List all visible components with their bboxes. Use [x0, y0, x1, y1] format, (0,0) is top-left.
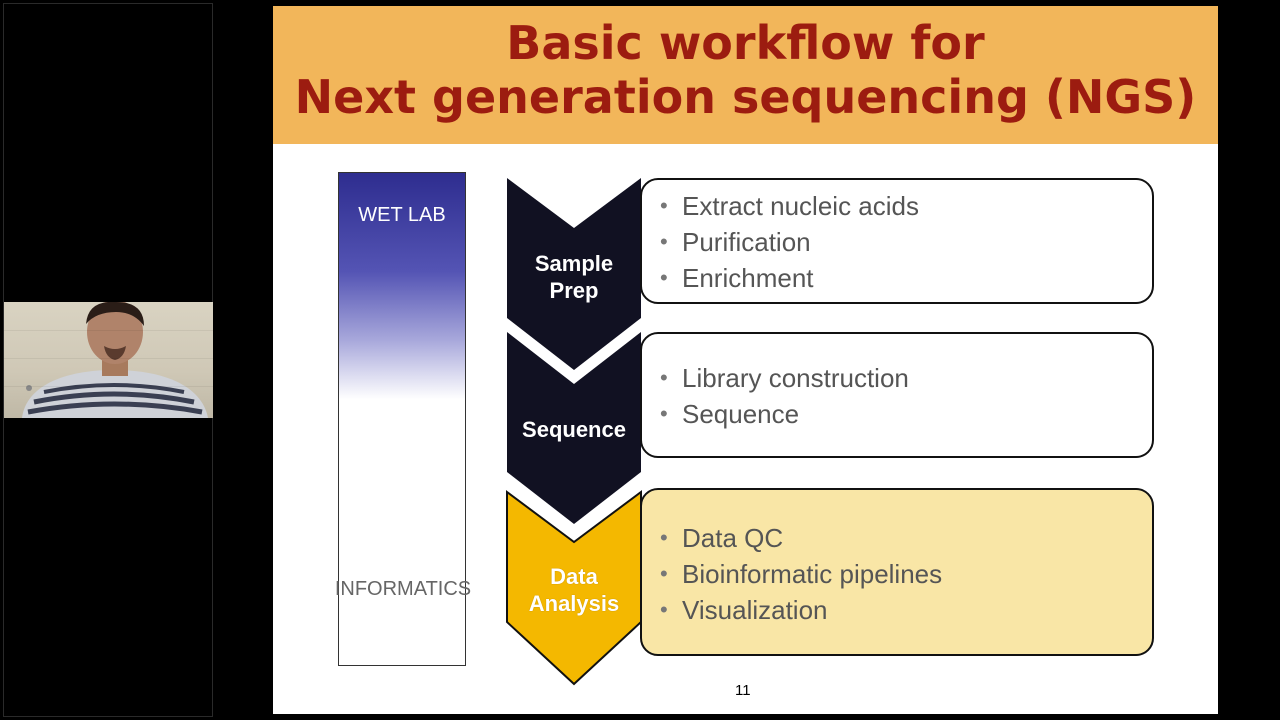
- bullet-item: Data QC: [642, 520, 1152, 556]
- presentation-slide: Basic workflow for Next generation seque…: [273, 6, 1218, 714]
- bullet-item: Extract nucleic acids: [642, 188, 1152, 224]
- workflow-chevrons: [506, 178, 642, 686]
- bullet-item: Bioinformatic pipelines: [642, 556, 1152, 592]
- sequence-details: Library construction Sequence: [640, 332, 1154, 458]
- step-label-line: Data: [550, 564, 598, 589]
- wet-lab-label: WET LAB: [358, 204, 446, 226]
- slide-title-line-2: Next generation sequencing (NGS): [294, 70, 1197, 124]
- step-label-line: Analysis: [528, 591, 620, 616]
- wetlab-informatics-bar: WET LAB INFORMATICS: [335, 172, 471, 666]
- step-label-data-analysis: Data Analysis: [506, 563, 642, 617]
- step-label-line: Prep: [549, 278, 599, 303]
- data-analysis-details: Data QC Bioinformatic pipelines Visualiz…: [640, 488, 1154, 656]
- sample-prep-details: Extract nucleic acids Purification Enric…: [640, 178, 1154, 304]
- step-label-line: Sample: [534, 251, 614, 276]
- bullet-item: Enrichment: [642, 260, 1152, 296]
- chevron-sequence: [507, 332, 641, 524]
- slide-number: 11: [735, 682, 751, 699]
- step-label-line: Sequence: [522, 417, 626, 442]
- chevron-sample-prep: [507, 178, 641, 370]
- presenter-video: [4, 302, 213, 418]
- step-label-sample-prep: Sample Prep: [506, 250, 642, 304]
- slide-title-line-1: Basic workflow for: [506, 16, 985, 70]
- bullet-item: Visualization: [642, 592, 1152, 628]
- informatics-label: INFORMATICS: [334, 578, 472, 600]
- bullet-item: Library construction: [642, 360, 1152, 396]
- bullet-item: Purification: [642, 224, 1152, 260]
- presenter-icon: [22, 302, 208, 418]
- slide-header: Basic workflow for Next generation seque…: [273, 6, 1218, 144]
- step-label-sequence: Sequence: [506, 416, 642, 443]
- bullet-item: Sequence: [642, 396, 1152, 432]
